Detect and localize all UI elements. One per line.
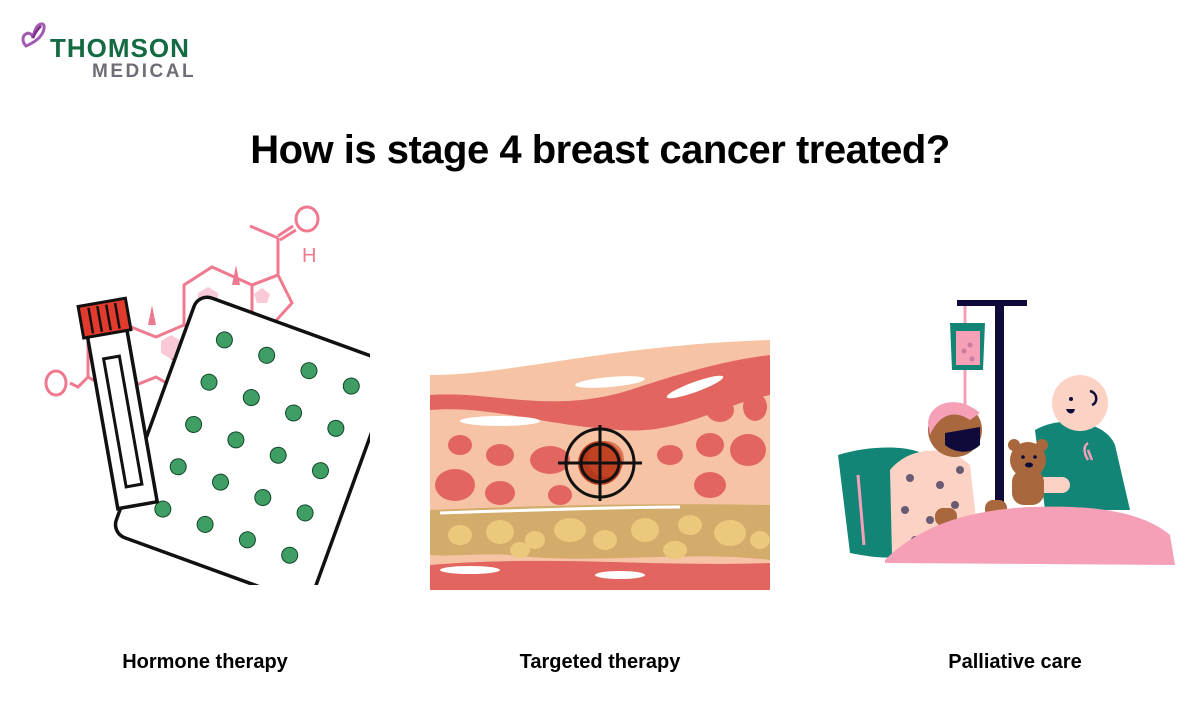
thomson-medical-logo[interactable]: THOMSON MEDICAL — [20, 22, 220, 82]
hormone-molecule-pill-pack-illustration: H H — [44, 205, 370, 585]
caption-palliative-care: Palliative care — [948, 651, 1082, 673]
butterfly-heart-icon — [21, 22, 46, 48]
svg-text:H: H — [302, 245, 316, 267]
tissue-target-crosshair-illustration — [430, 340, 770, 590]
logo-text-medical: MEDICAL — [92, 61, 197, 82]
patient-bed-iv-caregiver-illustration — [838, 300, 1175, 565]
page-title: How is stage 4 breast cancer treated? — [250, 128, 950, 172]
caption-targeted-therapy: Targeted therapy — [519, 651, 681, 673]
logo-text-thomson: THOMSON — [50, 33, 190, 63]
caption-hormone-therapy: Hormone therapy — [122, 651, 288, 673]
